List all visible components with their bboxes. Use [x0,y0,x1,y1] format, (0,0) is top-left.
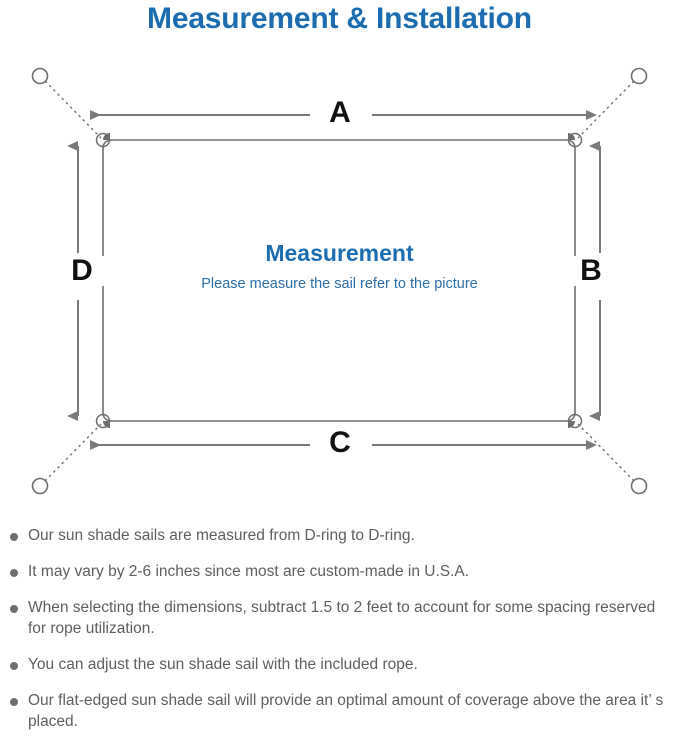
d-ring-bottom-left-icon [95,413,111,429]
rope-bottom-left [44,423,102,482]
list-item: Our sun shade sails are measured from D-… [0,526,679,547]
rope-bottom-right [577,423,635,482]
diagram-svg [31,67,648,495]
page-title: Measurement & Installation [147,2,532,35]
rope-lines [44,80,635,482]
anchor-points [31,67,648,495]
list-item-text: Our flat-edged sun shade sail will provi… [28,691,664,730]
list-item-text: Our sun shade sails are measured from D-… [28,527,415,544]
notes-list: Our sun shade sails are measured from D-… [0,526,679,747]
d-rings [95,132,583,429]
d-ring-top-right-icon [567,132,583,148]
list-item-text: When selecting the dimensions, subtract … [28,598,656,637]
list-item-text: You can adjust the sun shade sail with t… [28,655,418,673]
dimension-label-c: C [310,428,370,458]
bullet-icon [10,661,18,670]
anchor-bottom-right-icon [630,477,648,495]
list-item-text: It may vary by 2-6 inches since most are… [28,562,470,580]
dimension-label-a: A [310,98,370,128]
list-item: It may vary by 2-6 inches since most are… [0,562,679,583]
d-ring-top-left-icon [95,132,111,148]
diagram-center-title: Measurement [265,240,414,266]
dimension-arrows [67,110,601,450]
bullet-icon [10,568,18,577]
dimension-label-d: D [56,256,108,286]
dimension-label-b: B [565,256,617,286]
list-item: When selecting the dimensions, subtract … [0,598,679,640]
sail-measurement-diagram: A B C D Measurement Please measure the s… [0,48,679,518]
list-item: Our flat-edged sun shade sail will provi… [0,691,679,733]
d-ring-bottom-right-icon [567,413,583,429]
rope-top-right [577,80,635,139]
bullet-icon [10,533,18,541]
bullet-icon [10,604,18,613]
diagram-center-subtitle: Please measure the sail refer to the pic… [201,276,478,292]
anchor-bottom-left-icon [31,477,49,495]
list-item: You can adjust the sun shade sail with t… [0,655,679,676]
rope-top-left [44,80,102,139]
anchor-top-left-icon [31,67,49,85]
bullet-icon [10,697,18,706]
anchor-top-right-icon [630,67,648,85]
